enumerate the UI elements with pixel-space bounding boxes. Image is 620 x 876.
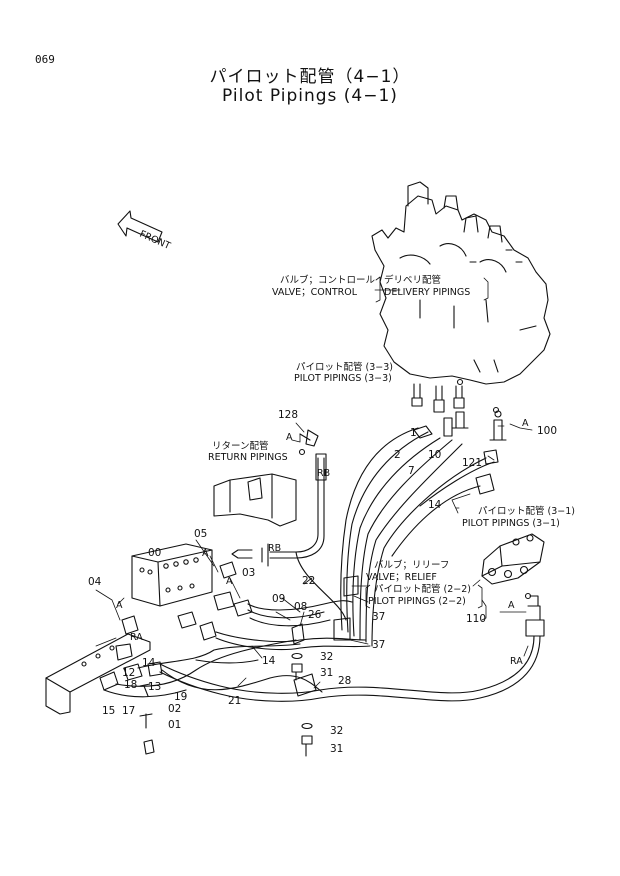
- lower-hoses: [103, 600, 371, 698]
- page-number: 069: [35, 53, 55, 66]
- pilot33-jp: パイロット配管 (3−3): [296, 361, 393, 373]
- part-14c: 14: [142, 657, 156, 669]
- marker-RA1: RA: [130, 632, 143, 643]
- part-04: 04: [88, 576, 102, 588]
- part-17: 17: [122, 705, 135, 717]
- part-28: 28: [338, 675, 351, 687]
- manifold-fittings: [99, 561, 253, 755]
- pilot33-en: PILOT PIPINGS (3−3): [294, 373, 392, 384]
- delivery-en: DELIVERY PIPINGS: [384, 287, 470, 298]
- part-121: 121: [462, 457, 482, 469]
- part-31b: 31: [330, 743, 343, 755]
- part-100: 100: [537, 425, 557, 437]
- marker-A1: A: [286, 432, 293, 443]
- part-22: 22: [302, 575, 315, 587]
- return-jp: リターン配管: [212, 440, 269, 452]
- part-2: 2: [394, 449, 401, 461]
- part-31a: 31: [320, 667, 333, 679]
- front-label: FRONT: [138, 229, 172, 252]
- marker-RB1: RB: [317, 468, 330, 479]
- pilot31-jp: パイロット配管 (3−1): [478, 505, 575, 517]
- marker-RA2: RA: [510, 656, 523, 667]
- pilot22-jp: パイロット配管 (2−2): [374, 583, 471, 595]
- part-21: 21: [228, 695, 241, 707]
- part-110: 110: [466, 613, 486, 625]
- marker-A4: A: [226, 576, 233, 587]
- title-english: Pilot Pipings (4−1): [222, 86, 398, 106]
- part-1: 1: [410, 427, 417, 439]
- marker-A2: A: [522, 418, 529, 429]
- part-03: 03: [242, 567, 255, 579]
- relief-jp: バルブ；リリーフ: [374, 559, 449, 571]
- part-37b: 37: [372, 639, 385, 651]
- mounting-bracket: [45, 633, 151, 715]
- part-37a: 37: [372, 611, 385, 623]
- leader-lines: [95, 276, 533, 689]
- valve-fittings: [411, 383, 507, 495]
- valve-control-jp: バルブ；コントロール: [280, 274, 376, 286]
- return-pipe: [213, 429, 327, 567]
- return-en: RETURN PIPINGS: [208, 452, 288, 463]
- pilot31-en: PILOT PIPINGS (3−1): [462, 518, 560, 529]
- part-14b: 14: [262, 655, 276, 667]
- pipe-21: [159, 635, 541, 702]
- front-arrow: [117, 210, 163, 243]
- part-13: 13: [148, 681, 161, 693]
- part-02: 02: [168, 703, 181, 715]
- marker-RB2: RB: [268, 543, 281, 554]
- delivery-jp: デリベリ配管: [384, 274, 441, 286]
- pilot-pipe-bundle: [340, 427, 495, 647]
- part-32b: 32: [330, 725, 343, 737]
- part-7: 7: [408, 465, 415, 477]
- part-12: 12: [122, 667, 135, 679]
- part-26: 26: [308, 609, 322, 621]
- part-08: 08: [294, 601, 307, 613]
- pilot22-en: PILOT PIPINGS (2−2): [368, 596, 466, 607]
- valve-control-en: VALVE；CONTROL: [272, 287, 358, 298]
- control-valve: [371, 181, 551, 385]
- marker-A5: A: [116, 600, 123, 611]
- title-japanese: パイロット配管（4−1）: [209, 67, 411, 87]
- marker-A6: A: [508, 600, 515, 611]
- manifold-block: [131, 543, 213, 607]
- part-14a: 14: [428, 499, 442, 511]
- part-01: 01: [168, 719, 181, 731]
- part-32a: 32: [320, 651, 333, 663]
- marker-A3: A: [202, 548, 209, 559]
- pipe-22: [295, 551, 347, 621]
- relief-valve: [481, 533, 545, 585]
- ra-fitting: [525, 595, 545, 637]
- reference-markers: [298, 378, 532, 600]
- part-05: 05: [194, 528, 207, 540]
- part-00: 00: [148, 547, 161, 559]
- part-09: 09: [272, 593, 285, 605]
- part-128: 128: [278, 409, 298, 421]
- part-15: 15: [102, 705, 115, 717]
- relief-en: VALVE；RELIEF: [366, 572, 437, 583]
- part-19: 19: [174, 691, 187, 703]
- bolts: [291, 652, 313, 757]
- part-18: 18: [124, 679, 137, 691]
- part-10: 10: [428, 449, 441, 461]
